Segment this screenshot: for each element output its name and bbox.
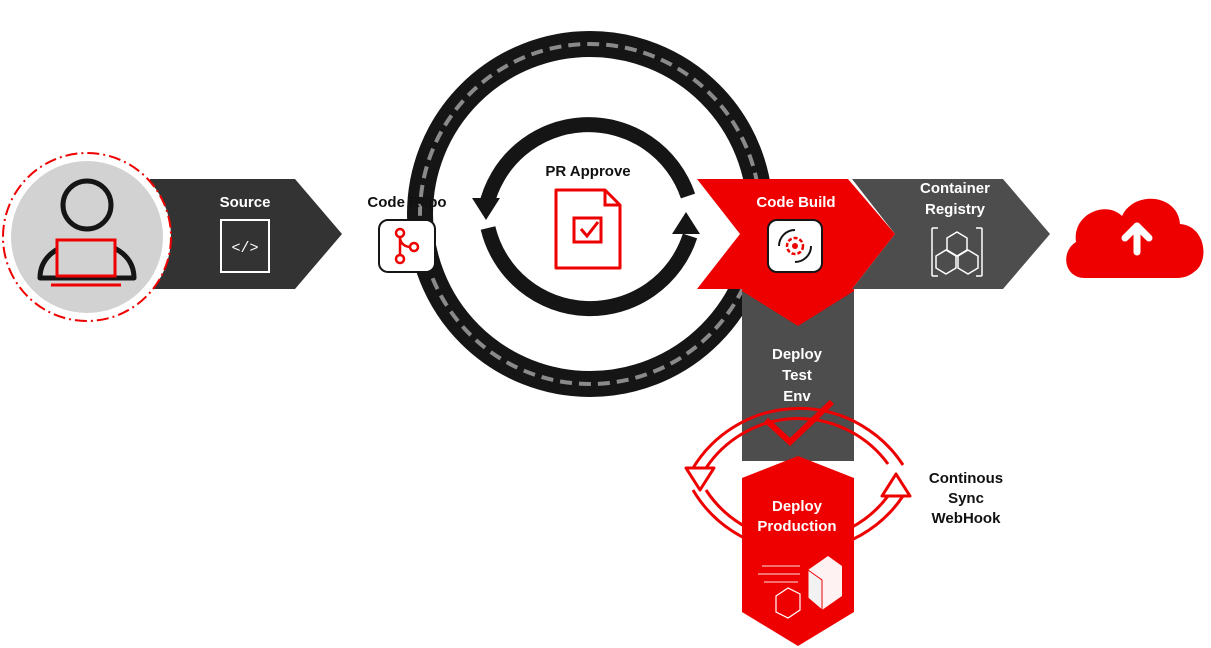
deploy-production-stage: Deploy Production bbox=[742, 456, 854, 646]
pr-loop-ring bbox=[472, 117, 700, 317]
document-check-icon bbox=[554, 188, 622, 270]
container-hexagon-icon bbox=[931, 227, 983, 277]
deploy-prod-label-2: Production bbox=[757, 518, 836, 535]
container-registry-label-1: Container bbox=[920, 180, 990, 197]
code-build-label: Code Build bbox=[756, 194, 835, 211]
build-gear-icon bbox=[767, 219, 823, 273]
sync-label: Continous Sync WebHook bbox=[929, 470, 1003, 527]
cloud-upload-icon bbox=[1066, 198, 1204, 278]
source-label: Source bbox=[220, 194, 271, 211]
git-branch-icon bbox=[378, 219, 436, 273]
sync-label-3: WebHook bbox=[932, 510, 1002, 527]
svg-text:</>: </> bbox=[231, 240, 258, 257]
sync-label-2: Sync bbox=[948, 490, 984, 507]
container-registry-label-2: Registry bbox=[925, 201, 986, 218]
deploy-test-label-3: Env bbox=[783, 388, 811, 405]
sync-label-1: Continous bbox=[929, 470, 1003, 487]
code-repo-label: Code Repo bbox=[367, 194, 446, 211]
developer-icon bbox=[2, 152, 172, 322]
checkmark-icon bbox=[763, 399, 835, 447]
container-registry-stage: Container Registry bbox=[852, 179, 1050, 289]
deploy-box-icon bbox=[758, 556, 842, 619]
code-icon: </> bbox=[220, 219, 270, 273]
deploy-test-label-2: Test bbox=[782, 367, 812, 384]
deploy-test-label-1: Deploy bbox=[772, 346, 823, 363]
deploy-prod-label-1: Deploy bbox=[772, 498, 823, 515]
source-stage: Source </> bbox=[150, 179, 342, 289]
code-build-stage: Code Build bbox=[697, 179, 895, 326]
pr-approve-label: PR Approve bbox=[545, 163, 630, 180]
code-repo-stage: Code Repo bbox=[367, 194, 447, 273]
